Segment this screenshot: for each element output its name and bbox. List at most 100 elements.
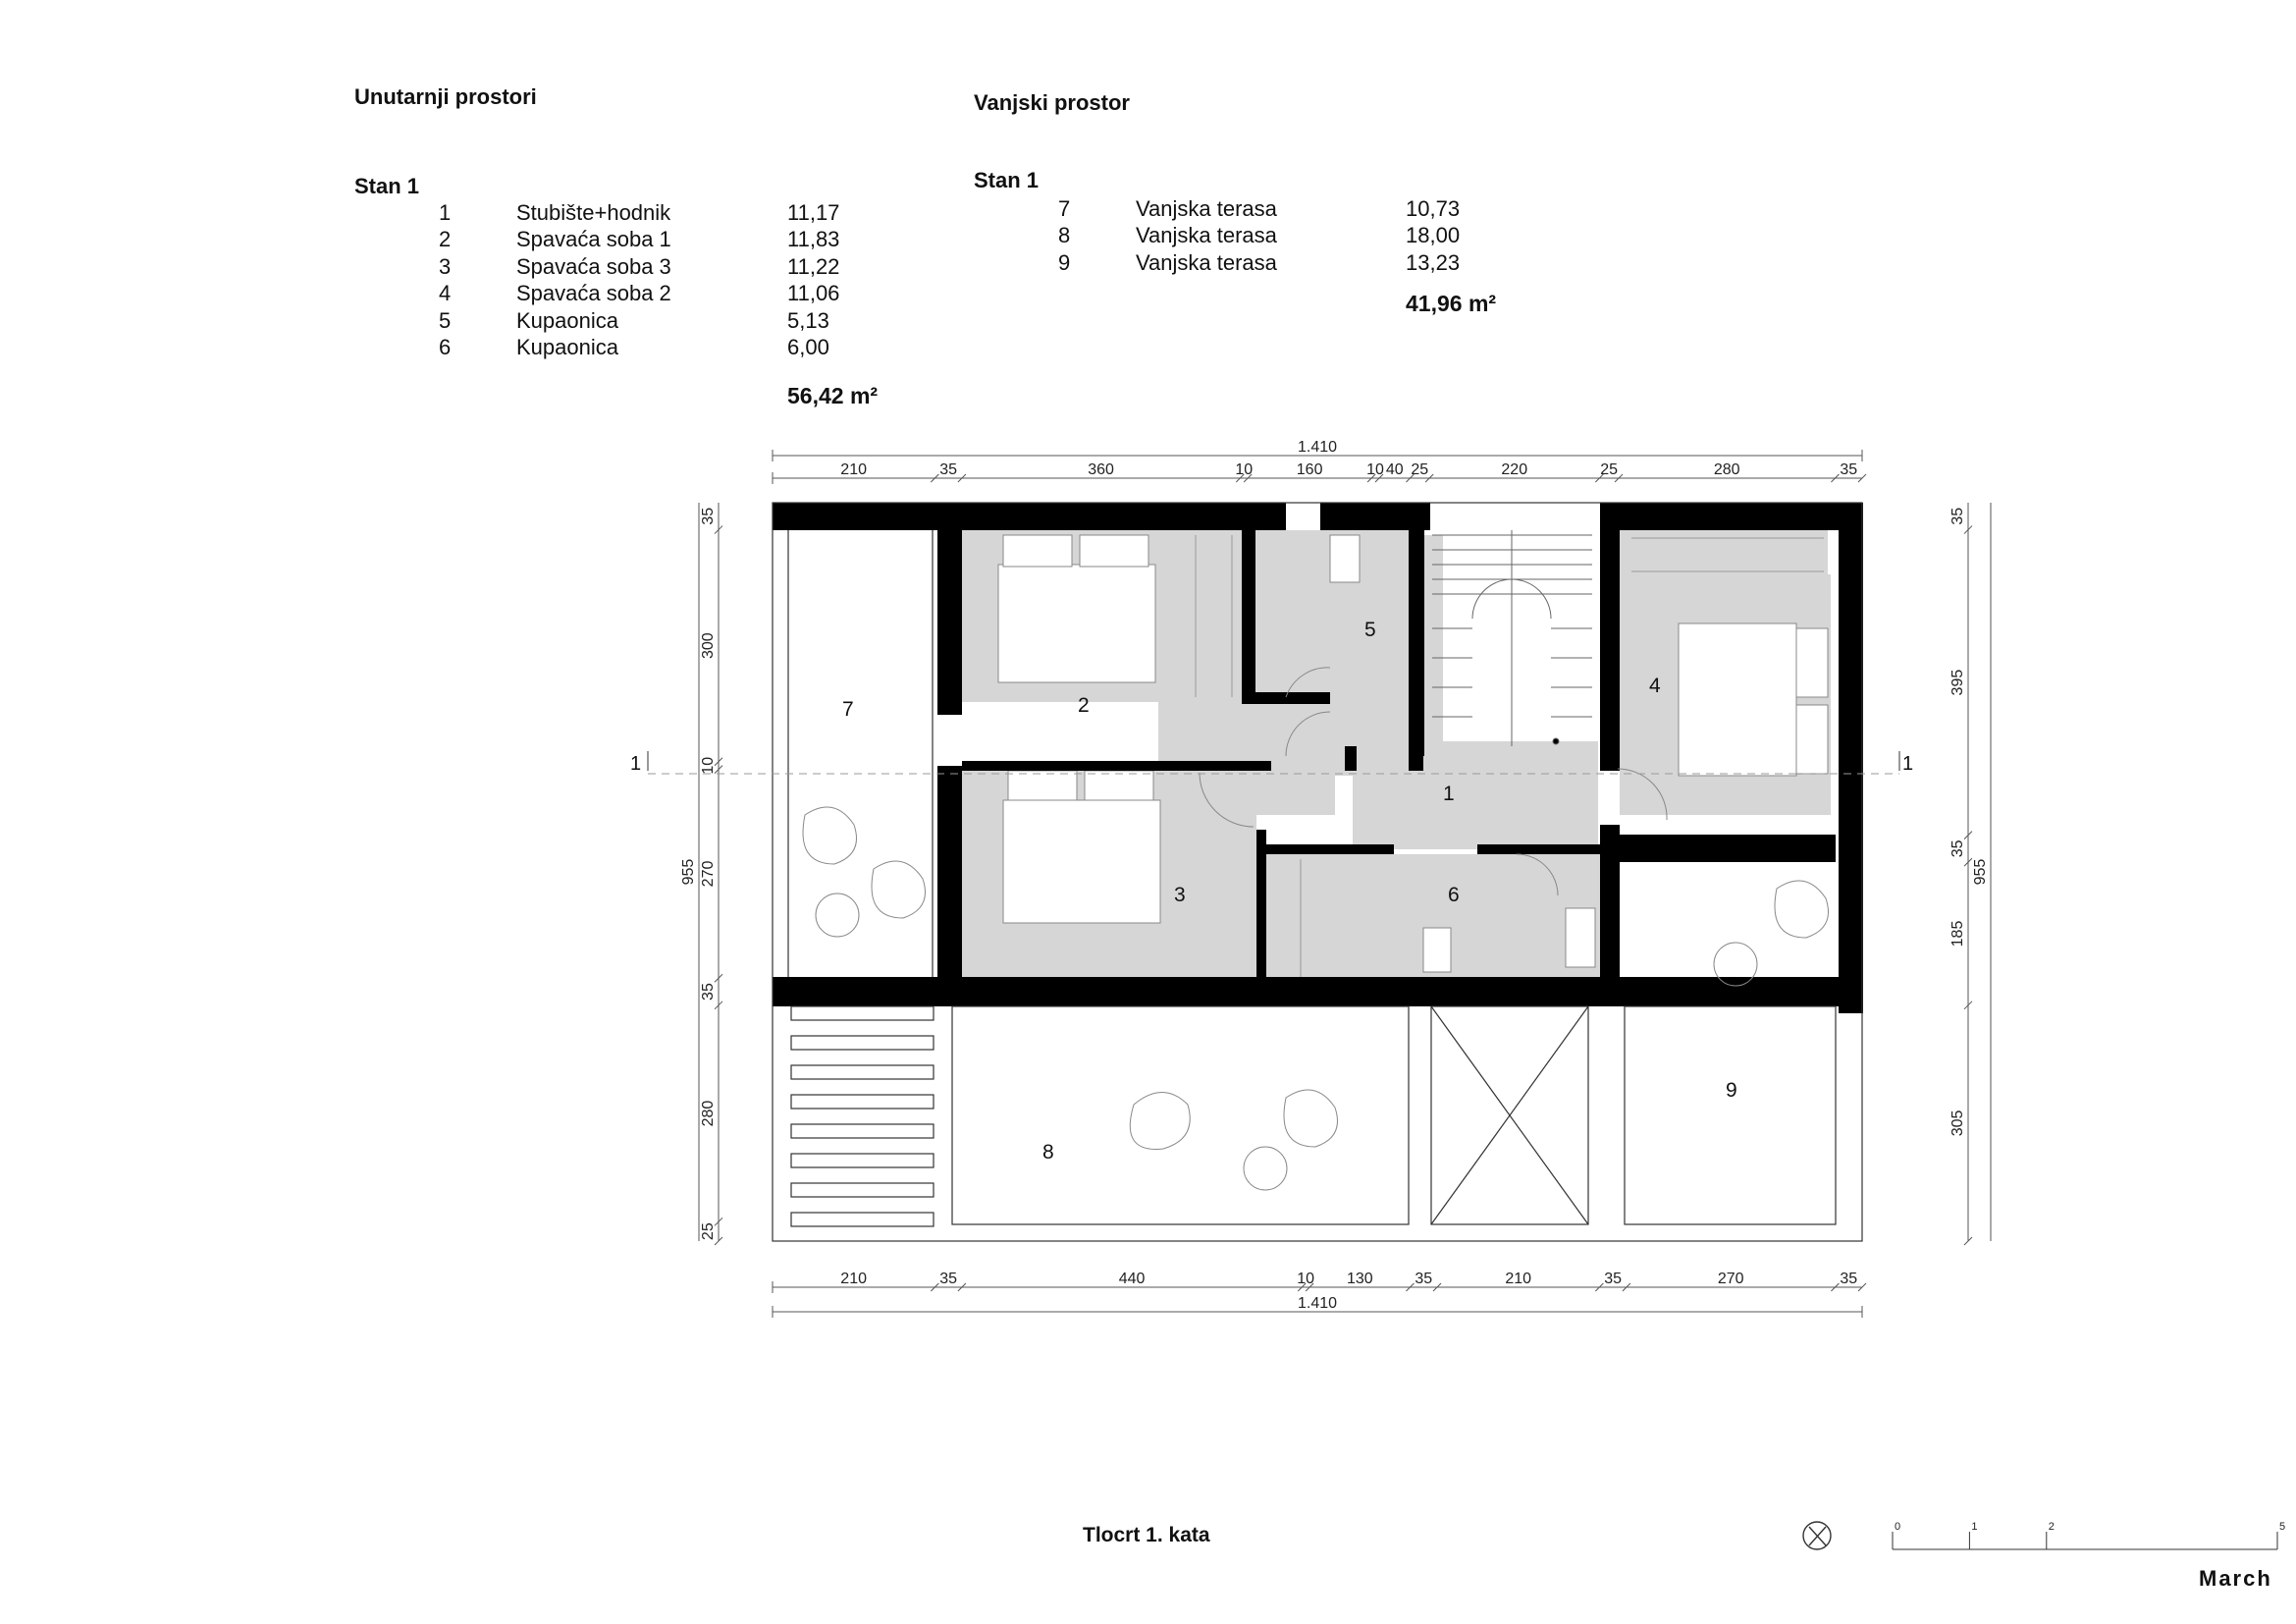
room-label: 9 bbox=[1726, 1079, 1737, 1102]
stair-step bbox=[790, 1182, 934, 1198]
north-arrow-icon bbox=[1802, 1521, 1832, 1550]
dim-tick bbox=[1831, 473, 1840, 483]
pillow bbox=[1795, 704, 1829, 775]
exterior-row-area: 18,00 bbox=[1406, 223, 1461, 247]
wc bbox=[1329, 534, 1361, 583]
dim-label: 270 bbox=[1718, 1271, 1744, 1287]
dim-label: 35 bbox=[939, 461, 957, 478]
dim-label: 130 bbox=[1347, 1271, 1373, 1287]
dim-label: 35 bbox=[1840, 1271, 1857, 1287]
dim-total-label: 955 bbox=[1972, 859, 1989, 886]
interior-row-name: Spavaća soba 1 bbox=[516, 227, 671, 251]
plan-title: Tlocrt 1. kata bbox=[1083, 1524, 1210, 1546]
dim-tick bbox=[714, 973, 723, 983]
exterior-row-name: Vanjska terasa bbox=[1136, 223, 1277, 247]
dim-tick bbox=[714, 765, 723, 775]
interior-row-name: Stubište+hodnik bbox=[516, 200, 671, 225]
dim-tick bbox=[957, 1282, 967, 1292]
dim-label: 25 bbox=[1411, 461, 1428, 478]
dim-tick bbox=[1374, 473, 1384, 483]
interior-row-area: 11,83 bbox=[787, 227, 840, 251]
furniture bbox=[997, 534, 1829, 973]
dim-tick bbox=[1406, 1282, 1415, 1292]
dim-tick bbox=[1857, 1282, 1867, 1292]
room-label: 8 bbox=[1042, 1141, 1054, 1164]
dim-tick bbox=[714, 1001, 723, 1010]
dim-label: 35 bbox=[1604, 1271, 1622, 1287]
dim-label: 440 bbox=[1119, 1271, 1146, 1287]
interior-row-no: 5 bbox=[439, 308, 452, 333]
dim-tick bbox=[1963, 1236, 1973, 1246]
pillow bbox=[1079, 534, 1149, 568]
pillow bbox=[1084, 770, 1154, 801]
interior-unit: Stan 1 bbox=[354, 174, 420, 198]
section-marker-right: 1 bbox=[1902, 753, 1913, 775]
dim-label: 35 bbox=[1949, 839, 1966, 857]
room-label: 2 bbox=[1078, 694, 1090, 717]
room-label: 4 bbox=[1649, 675, 1661, 697]
room-label: 7 bbox=[842, 698, 854, 721]
dim-label: 300 bbox=[700, 632, 717, 659]
dim-tick bbox=[930, 473, 939, 483]
dim-tick bbox=[1963, 1001, 1973, 1010]
interior-row-name: Spavaća soba 3 bbox=[516, 254, 671, 279]
exterior-row-name: Vanjska terasa bbox=[1136, 250, 1277, 275]
interior-row-no: 6 bbox=[439, 335, 452, 359]
stair-step bbox=[790, 1212, 934, 1227]
interior-row-name: Kupaonica bbox=[516, 335, 618, 359]
dim-label: 40 bbox=[1386, 461, 1404, 478]
external-stairs bbox=[790, 1005, 934, 1227]
dim-label: 160 bbox=[1297, 461, 1323, 478]
dim-label: 360 bbox=[1088, 461, 1114, 478]
stair-step bbox=[790, 1035, 934, 1051]
interior-row-no: 1 bbox=[439, 200, 452, 225]
dim-label: 35 bbox=[1949, 508, 1966, 525]
dim-label: 35 bbox=[1415, 1271, 1432, 1287]
interior-row-area: 11,22 bbox=[787, 254, 840, 279]
dim-label: 395 bbox=[1949, 670, 1966, 696]
dim-tick bbox=[1963, 857, 1973, 867]
dim-tick bbox=[1614, 473, 1624, 483]
dim-tick bbox=[930, 1282, 939, 1292]
interior-row-area: 6,00 bbox=[787, 335, 829, 359]
dim-tick bbox=[714, 757, 723, 767]
dim-label: 280 bbox=[700, 1101, 717, 1127]
dim-tick bbox=[1297, 1282, 1307, 1292]
dim-tick bbox=[1305, 1282, 1314, 1292]
exterior-row-area: 13,23 bbox=[1406, 250, 1461, 275]
pillow bbox=[1007, 770, 1078, 801]
pillow bbox=[1002, 534, 1073, 568]
exterior-total: 41,96 m² bbox=[1406, 291, 1497, 316]
exterior-row-no: 9 bbox=[1058, 250, 1071, 275]
dim-tick bbox=[1424, 473, 1434, 483]
dim-label: 10 bbox=[1366, 461, 1384, 478]
dim-label: 25 bbox=[700, 1222, 717, 1240]
dim-label: 220 bbox=[1501, 461, 1527, 478]
dim-tick bbox=[714, 1217, 723, 1226]
stair-step bbox=[790, 1123, 934, 1139]
dim-total-label: 1.410 bbox=[1298, 439, 1337, 456]
dim-tick bbox=[714, 525, 723, 534]
scale-label: 2 bbox=[2049, 1521, 2055, 1533]
dim-total-label: 1.410 bbox=[1298, 1295, 1337, 1312]
dim-label: 210 bbox=[840, 1271, 867, 1287]
interior-row-name: Spavaća soba 2 bbox=[516, 281, 671, 305]
dim-label: 185 bbox=[1949, 921, 1966, 947]
scale-label: 0 bbox=[1895, 1521, 1900, 1533]
dim-tick bbox=[1594, 1282, 1604, 1292]
internal-stairs bbox=[1432, 530, 1592, 746]
room-label: 1 bbox=[1443, 783, 1455, 805]
dim-label: 35 bbox=[1840, 461, 1857, 478]
room-label: 5 bbox=[1364, 619, 1376, 641]
exterior-row-no: 8 bbox=[1058, 223, 1071, 247]
interior-row-area: 11,06 bbox=[787, 281, 840, 305]
dim-label: 25 bbox=[1600, 461, 1618, 478]
dim-tick bbox=[1622, 1282, 1631, 1292]
dim-tick bbox=[1857, 473, 1867, 483]
exterior-row-area: 10,73 bbox=[1406, 196, 1461, 221]
dim-tick bbox=[1366, 473, 1376, 483]
bed-2 bbox=[997, 564, 1156, 683]
dim-tick bbox=[1235, 473, 1245, 483]
stair-step bbox=[790, 1005, 934, 1021]
